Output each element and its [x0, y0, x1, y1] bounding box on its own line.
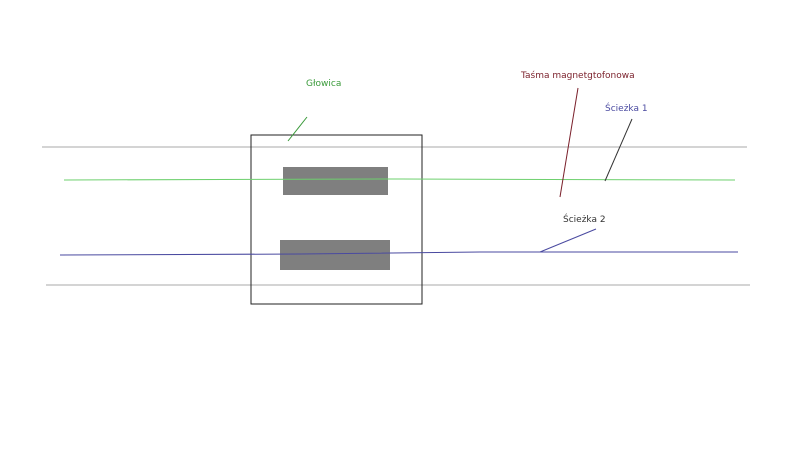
track-2-line	[59, 251, 738, 256]
tape-label-leader	[559, 87, 579, 198]
track-1-label: Ścieżka 1	[605, 102, 648, 114]
tape-label: Taśma magnetgtofonowa	[520, 70, 635, 81]
head-gap-upper	[283, 167, 388, 195]
track-1-label-leader	[604, 118, 633, 182]
track-1-line	[63, 178, 736, 181]
head-frame	[250, 134, 423, 305]
track-2-label: Ścieżka 2	[563, 213, 606, 225]
head-label: Głowica	[306, 79, 341, 89]
head-gap-lower	[280, 240, 390, 270]
head-label-leader	[287, 116, 308, 142]
track-2-label-leader	[539, 228, 597, 253]
